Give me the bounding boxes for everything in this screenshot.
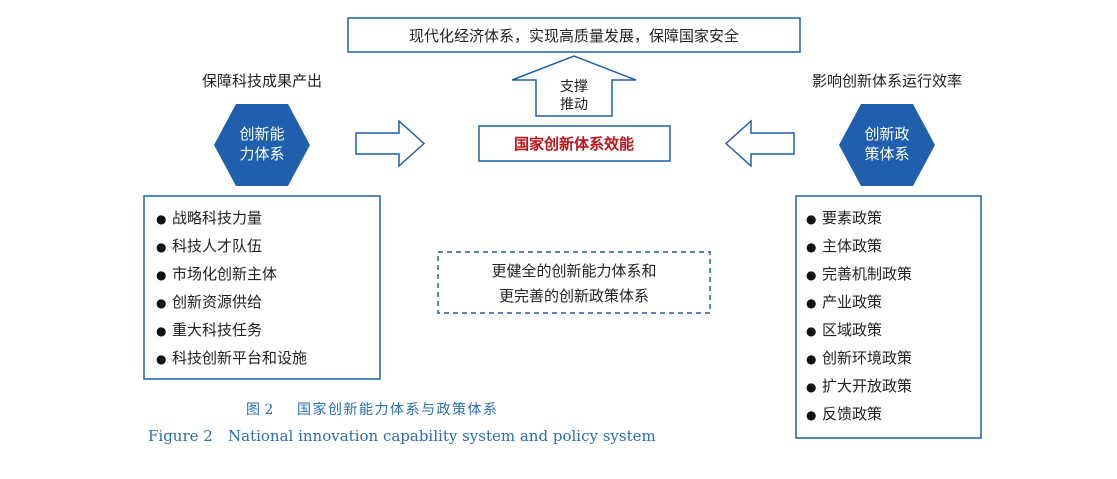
capability-bullet-icon: ● [156,324,166,338]
policy-item: 完善机制政策 [822,265,912,283]
capability-hexagon: 创新能 力体系 [214,104,310,186]
outcome-box: 更健全的创新能力体系和 更完善的创新政策体系 [437,251,711,314]
policy-bullet-icon: ● [806,240,816,254]
outcome-line2: 更完善的创新政策体系 [499,287,649,305]
capability-hexagon-shape [214,104,310,186]
caption-cn-label: 图 2 [246,402,273,418]
capability-hexagon-line1: 创新能 [239,125,284,143]
policy-bullet-icon: ● [806,212,816,226]
policy-item: 创新环境政策 [822,349,912,367]
support-arrow: 支撑 推动 [511,55,637,117]
top-goal-box: 现代化经济体系，实现高质量发展，保障国家安全 [347,17,801,53]
center-frame [478,125,671,162]
policy-bullet-icon: ● [806,324,816,338]
figure-caption: 图 2 国家创新能力体系与政策体系 Figure 2 National inno… [148,401,656,445]
capability-item: 科技创新平台和设施 [172,349,307,367]
policy-list: ● 要素政策 ● 主体政策 ● 完善机制政策 ● 产业政策 ● 区域政策 ● 创新环境政策 ● 扩大开放政… [795,195,982,439]
center-box: 国家创新体系效能 [478,125,671,162]
policy-bullet-icon: ● [806,352,816,366]
policy-bullet-icon: ● [806,268,816,282]
support-arrow-line1: 支撑 [560,79,588,95]
policy-item: 扩大开放政策 [822,377,912,395]
policy-hexagon-line1: 创新政 [864,125,909,143]
capability-item: 战略科技力量 [172,209,262,227]
policy-hexagon: 创新政 策体系 [839,104,935,186]
outcome-line1: 更健全的创新能力体系和 [491,262,656,280]
policy-hexagon-shape [839,104,935,186]
policy-item: 要素政策 [822,209,882,227]
policy-bullet-icon: ● [806,408,816,422]
policy-item: 产业政策 [822,293,882,311]
right-arrow-icon [355,119,426,168]
capability-bullet-icon: ● [156,296,166,310]
capability-item: 创新资源供给 [172,293,262,311]
policy-bullet-icon: ● [806,380,816,394]
capability-bullet-icon: ● [156,212,166,226]
caption-en-title: National innovation capability system an… [228,427,656,445]
caption-en-label: Figure 2 [148,427,213,445]
policy-list-frame [795,195,982,439]
right-header: 影响创新体系运行效率 [812,72,962,90]
capability-item: 重大科技任务 [172,321,262,339]
policy-item: 反馈政策 [822,405,882,423]
top-goal-frame [347,17,801,53]
capability-item: 科技人才队伍 [172,237,262,255]
capability-bullet-icon: ● [156,240,166,254]
caption-cn-title: 国家创新能力体系与政策体系 [297,401,499,418]
policy-item: 区域政策 [822,321,882,339]
capability-item: 市场化创新主体 [172,265,277,283]
top-goal-text: 现代化经济体系，实现高质量发展，保障国家安全 [409,27,739,45]
policy-bullet-icon: ● [806,296,816,310]
policy-item: 主体政策 [822,237,882,255]
capability-list: ● 战略科技力量 ● 科技人才队伍 ● 市场化创新主体 ● 创新资源供给 ● 重大科技任务 ● 科技创… [143,195,381,380]
capability-hexagon-line2: 力体系 [239,145,284,163]
policy-hexagon-line2: 策体系 [864,145,909,163]
capability-bullet-icon: ● [156,352,166,366]
center-title: 国家创新体系效能 [514,135,634,153]
outcome-frame [437,251,711,314]
left-arrow-icon [724,119,795,168]
capability-items: ● 战略科技力量 ● 科技人才队伍 ● 市场化创新主体 ● 创新资源供给 ● 重大科技任务 ● 科技创… [156,209,307,367]
capability-bullet-icon: ● [156,268,166,282]
policy-items: ● 要素政策 ● 主体政策 ● 完善机制政策 ● 产业政策 ● 区域政策 ● 创新环境政策 ● 扩大开放政… [806,209,912,423]
up-arrow-icon [511,55,637,117]
left-header: 保障科技成果产出 [202,72,322,90]
capability-list-frame [143,195,381,380]
support-arrow-line2: 推动 [560,97,588,113]
